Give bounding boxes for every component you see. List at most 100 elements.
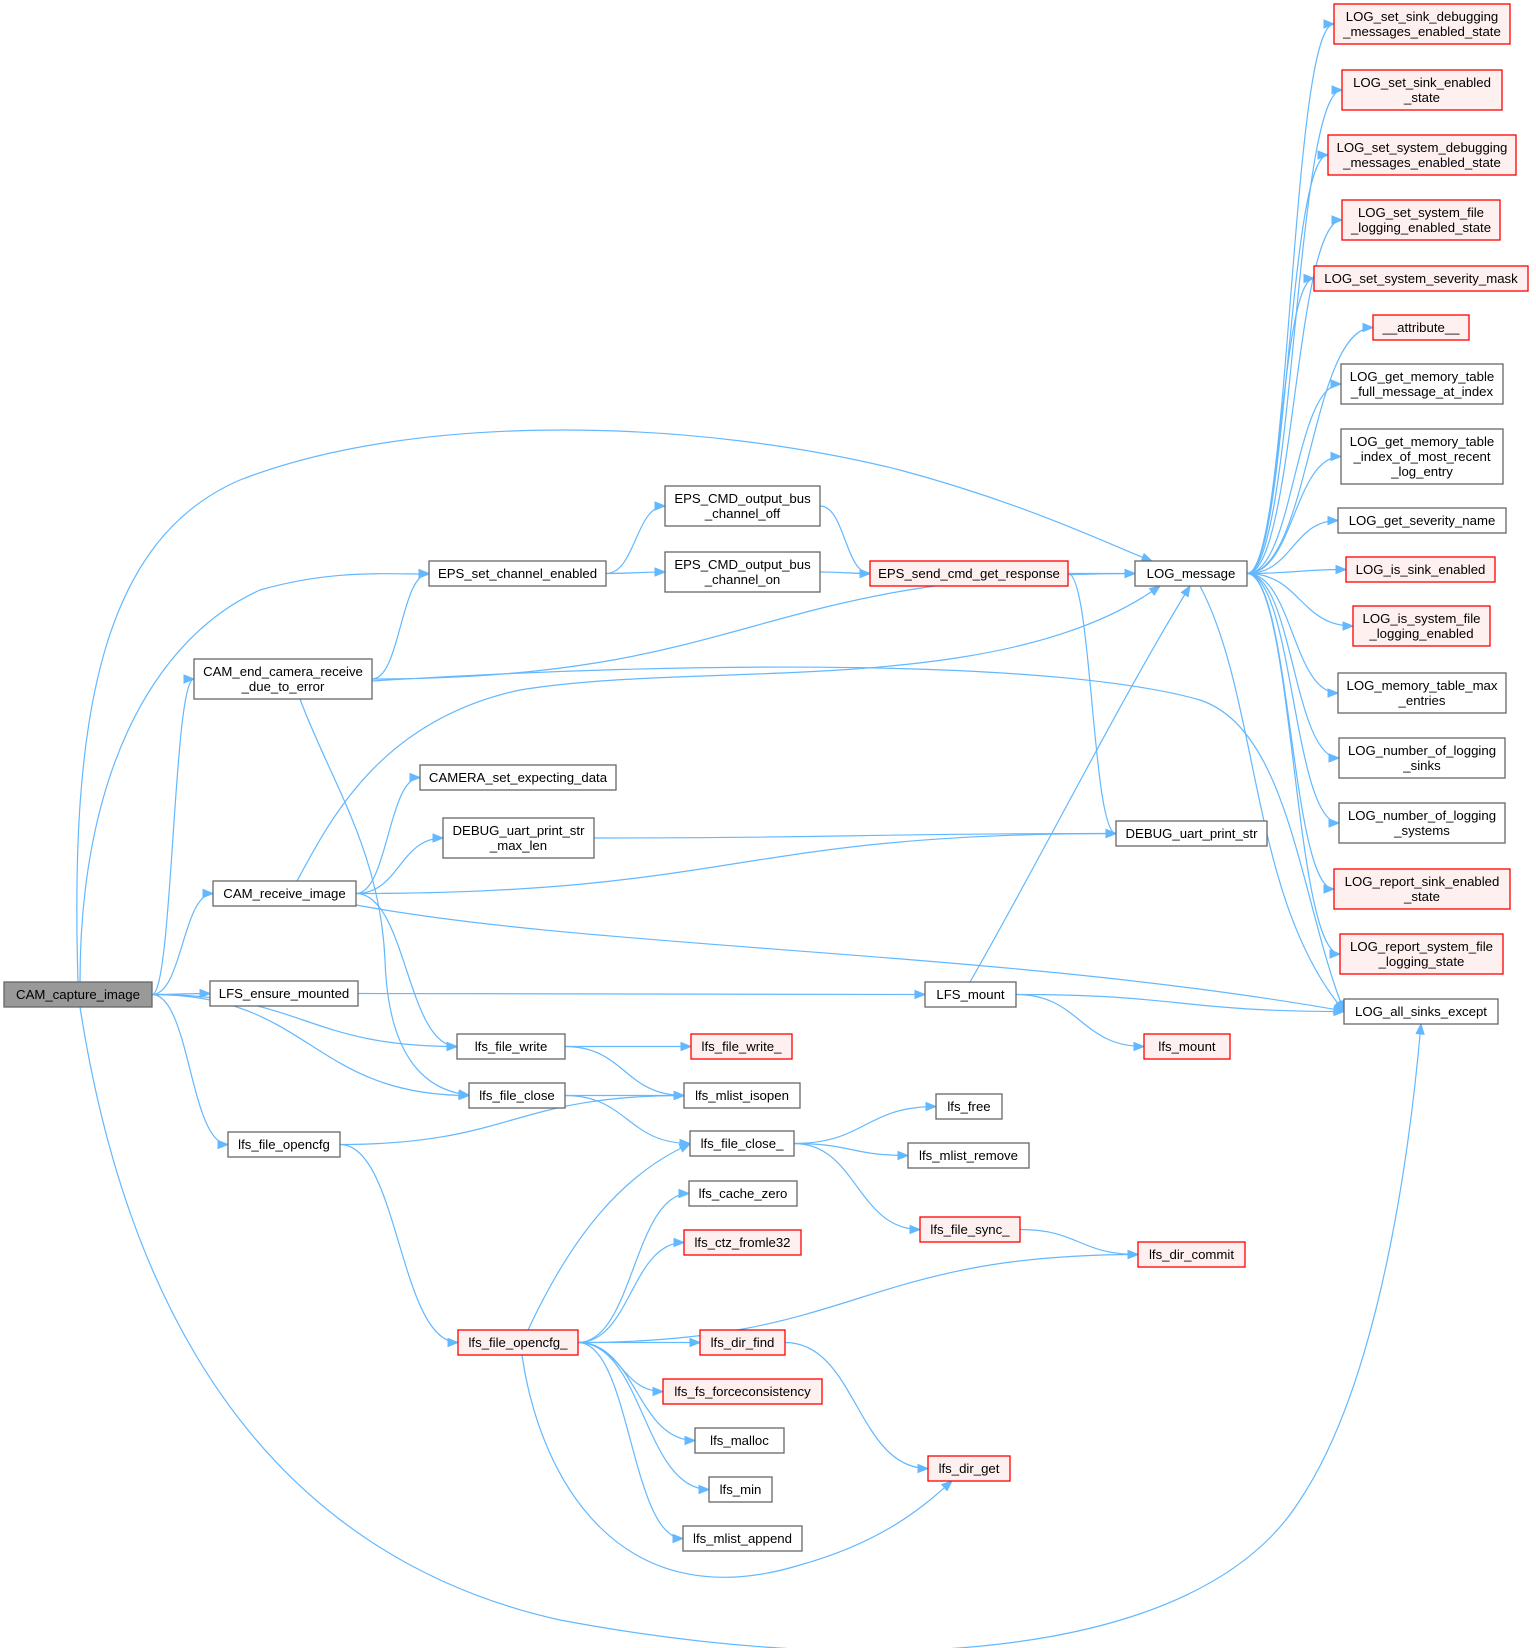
node-box xyxy=(1340,363,1504,405)
node-label: LOG_memory_table_max_entries xyxy=(1347,678,1498,708)
arrowhead-lfs_opencfg_-to-lfs_dir_get xyxy=(940,1480,954,1492)
node-attribute[interactable]: __attribute__ xyxy=(1372,314,1470,341)
node-label-line: _channel_off xyxy=(704,506,781,521)
arrowhead-cam_receive-to-camera_set xyxy=(409,772,422,783)
edge-cam_capture-to-lfs_write xyxy=(151,993,458,1048)
node-label: LOG_set_system_severity_mask xyxy=(1324,271,1518,286)
edge-lfs_ensure-to-lfs_mount_up xyxy=(357,992,926,996)
node-label: LOG_set_system_debugging_messages_enable… xyxy=(1337,140,1508,170)
node-lfs-mlist-remove[interactable]: lfs_mlist_remove xyxy=(907,1142,1030,1169)
node-box xyxy=(664,485,821,527)
node-log-sys-file[interactable]: LOG_set_system_file_logging_enabled_stat… xyxy=(1341,199,1501,241)
node-lfs-mount-up[interactable]: LFS_mount xyxy=(924,981,1017,1008)
node-cam-end[interactable]: CAM_end_camera_receive_due_to_error xyxy=(193,658,373,700)
node-box xyxy=(694,1427,785,1454)
node-cam-capture[interactable]: CAM_capture_image xyxy=(3,981,153,1008)
node-log-num-sys[interactable]: LOG_number_of_logging_systems xyxy=(1338,802,1506,844)
node-label-line: _state xyxy=(1403,889,1440,904)
arrowhead-log_message-to-log_is_sys_file xyxy=(1342,621,1355,631)
node-label-line: lfs_file_write_ xyxy=(702,1039,783,1054)
node-log-mem-max[interactable]: LOG_memory_table_max_entries xyxy=(1337,672,1507,714)
node-cam-receive[interactable]: CAM_receive_image xyxy=(212,880,357,907)
node-lfs-ctz[interactable]: lfs_ctz_fromle32 xyxy=(683,1229,802,1256)
node-eps-set-channel[interactable]: EPS_set_channel_enabled xyxy=(428,560,607,587)
edge-lfs_close_-to-lfs_free xyxy=(793,1105,937,1145)
node-label: __attribute__ xyxy=(1382,320,1461,335)
node-box xyxy=(1341,69,1503,111)
node-box xyxy=(924,981,1017,1008)
node-label: lfs_min xyxy=(720,1482,762,1497)
node-lfs-isopen[interactable]: lfs_mlist_isopen xyxy=(683,1082,801,1109)
node-lfs-sync[interactable]: lfs_file_sync_ xyxy=(919,1216,1021,1243)
node-eps-on[interactable]: EPS_CMD_output_bus_channel_on xyxy=(664,551,821,593)
node-eps-send[interactable]: EPS_send_cmd_get_response xyxy=(869,560,1069,587)
node-debug-max[interactable]: DEBUG_uart_print_str_max_len xyxy=(442,817,595,859)
node-box xyxy=(1341,199,1501,241)
node-log-mem-index[interactable]: LOG_get_memory_table_index_of_most_recen… xyxy=(1340,428,1504,485)
node-lfs-forcecons[interactable]: lfs_fs_forceconsistency xyxy=(662,1378,823,1405)
node-log-sink-debug[interactable]: LOG_set_sink_debugging_messages_enabled_… xyxy=(1333,3,1511,45)
node-lfs-dir-find[interactable]: lfs_dir_find xyxy=(699,1329,786,1356)
node-label-line: CAM_receive_image xyxy=(223,886,345,901)
node-label: LOG_set_system_file_logging_enabled_stat… xyxy=(1350,205,1491,235)
node-log-rep-sink[interactable]: LOG_report_sink_enabled_state xyxy=(1333,868,1511,910)
node-lfs-min[interactable]: lfs_min xyxy=(708,1476,773,1503)
node-log-is-sys-file[interactable]: LOG_is_system_file_logging_enabled xyxy=(1352,605,1491,647)
arrowhead-log_message-to-log_sys_file xyxy=(1331,215,1344,225)
node-log-sys-sev[interactable]: LOG_set_system_severity_mask xyxy=(1313,265,1529,292)
edge-lfs_close_-to-lfs_mlist_remove xyxy=(793,1142,909,1157)
node-lfs-mount-low[interactable]: lfs_mount xyxy=(1143,1033,1231,1060)
node-debug-print[interactable]: DEBUG_uart_print_str xyxy=(1115,820,1268,847)
node-log-rep-sys[interactable]: LOG_report_system_file_logging_state xyxy=(1339,933,1504,975)
node-box xyxy=(1115,820,1268,847)
arrowhead-cam_receive-to-lfs_write xyxy=(446,1041,459,1052)
node-label: LOG_report_sink_enabled_state xyxy=(1345,874,1500,904)
edge-cam_receive-to-debug_print xyxy=(355,832,1117,895)
node-label-line: CAM_end_camera_receive xyxy=(203,664,363,679)
node-lfs-mlist-append[interactable]: lfs_mlist_append xyxy=(682,1525,803,1552)
arrowhead-lfs_mount_up-to-lfs_mount_low xyxy=(1133,1041,1146,1052)
arrowhead-lfs_opencfg_-to-lfs_close_ xyxy=(678,1143,692,1153)
node-lfs-malloc[interactable]: lfs_malloc xyxy=(694,1427,785,1454)
node-eps-off[interactable]: EPS_CMD_output_bus_channel_off xyxy=(664,485,821,527)
arrowhead-log_message-to-log_sink_debug xyxy=(1323,19,1336,29)
arrowhead-cam_capture-to-lfs_opencfg xyxy=(217,1139,230,1150)
arrowhead-lfs_opencfg_-to-lfs_mlist_append xyxy=(672,1533,685,1544)
edge-cam_capture-to-log_all_sinks xyxy=(79,1006,1422,1648)
node-box xyxy=(1338,802,1506,844)
node-label-line: DEBUG_uart_print_str xyxy=(1126,826,1259,841)
node-log-is-sink[interactable]: LOG_is_sink_enabled xyxy=(1345,556,1496,583)
arrowhead-lfs_close_-to-lfs_free xyxy=(925,1101,938,1112)
node-label-line: lfs_file_write xyxy=(475,1039,548,1054)
edge-log_message-to-log_sink_enabled xyxy=(1246,89,1343,575)
node-box xyxy=(193,658,373,700)
node-log-all-sinks[interactable]: LOG_all_sinks_except xyxy=(1343,998,1499,1025)
node-log-mem-full[interactable]: LOG_get_memory_table_full_message_at_ind… xyxy=(1340,363,1504,405)
node-log-sink-enabled[interactable]: LOG_set_sink_enabled_state xyxy=(1341,69,1503,111)
arrowhead-lfs_opencfg-to-lfs_isopen xyxy=(673,1090,686,1101)
node-lfs-write-[interactable]: lfs_file_write_ xyxy=(690,1033,793,1060)
node-lfs-ensure[interactable]: LFS_ensure_mounted xyxy=(209,980,359,1007)
node-lfs-free[interactable]: lfs_free xyxy=(935,1093,1003,1120)
node-lfs-close[interactable]: lfs_file_close xyxy=(468,1082,566,1109)
arrowhead-cam_end-to-lfs_close xyxy=(458,1089,471,1099)
node-label: lfs_mlist_append xyxy=(693,1531,792,1546)
node-lfs-write[interactable]: lfs_file_write xyxy=(456,1033,566,1060)
node-lfs-opencfg-[interactable]: lfs_file_opencfg_ xyxy=(457,1329,579,1356)
node-label-line: lfs_free xyxy=(947,1099,990,1114)
edge-cam_receive-to-log_all_sinks xyxy=(355,904,1345,1012)
node-log-num-sinks[interactable]: LOG_number_of_logging_sinks xyxy=(1338,737,1506,779)
arrowhead-eps_set_channel-to-eps_on xyxy=(654,567,667,577)
node-camera-set[interactable]: CAMERA_set_expecting_data xyxy=(419,764,617,791)
node-label-line: _index_of_most_recent xyxy=(1352,449,1490,464)
node-lfs-cache-zero[interactable]: lfs_cache_zero xyxy=(688,1180,798,1207)
node-log-sev-name[interactable]: LOG_get_severity_name xyxy=(1337,507,1507,534)
node-lfs-dir-commit[interactable]: lfs_dir_commit xyxy=(1137,1241,1246,1268)
node-lfs-dir-get[interactable]: lfs_dir_get xyxy=(927,1455,1011,1482)
node-lfs-close-[interactable]: lfs_file_close_ xyxy=(689,1130,795,1157)
node-log-message[interactable]: LOG_message xyxy=(1134,560,1248,587)
node-lfs-opencfg[interactable]: lfs_file_opencfg xyxy=(227,1131,341,1158)
edge-lfs_close_-to-lfs_sync xyxy=(793,1142,921,1231)
node-box xyxy=(419,764,617,791)
node-log-sys-debug[interactable]: LOG_set_system_debugging_messages_enable… xyxy=(1327,134,1517,176)
